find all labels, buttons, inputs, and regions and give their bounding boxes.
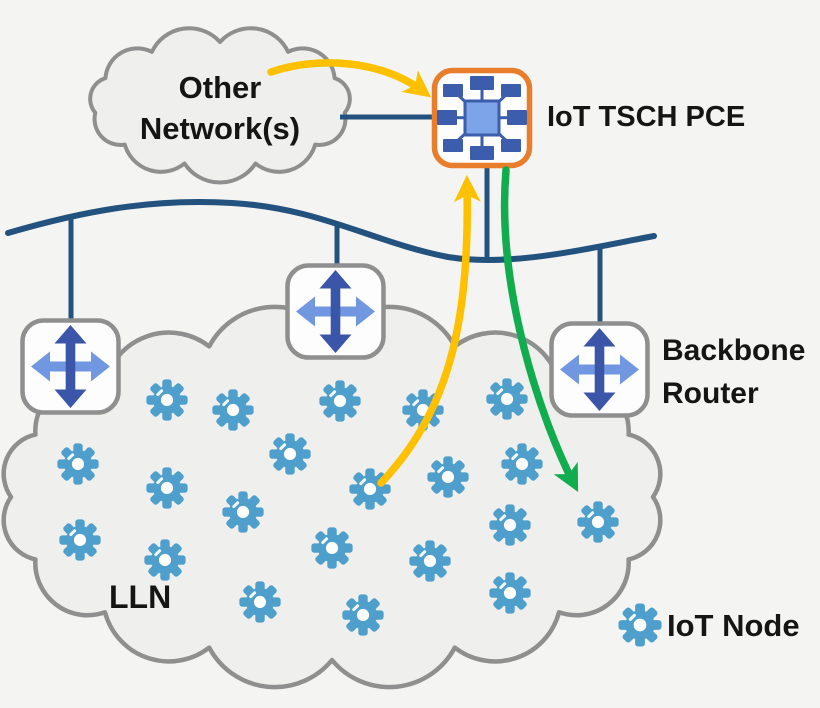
iot-node-gear-icon [269,433,311,475]
legend-gear-layer [618,603,662,647]
iot-node-gear-icon [146,467,188,509]
pce-label: IoT TSCH PCE [547,101,746,133]
iot-node-gear-icon [212,389,254,431]
backbone-router-label-line2: Router [662,377,759,410]
iot-node-gear-icon [409,540,451,582]
backbone-router-label: Backbone Router [662,329,805,415]
iot-node-gear-icon [489,504,531,546]
iot-node-gear-icon [146,379,188,421]
iot-node-gear-icon [222,491,264,533]
iot-node-gear-icon [486,378,528,420]
iot-node-gear-icon [311,527,353,569]
backbone-router-icon [552,324,648,416]
iot-node-gear-icon [427,456,469,498]
other-network-label-line2: Network(s) [139,111,301,146]
arrow-green-pce-to-node [500,166,579,492]
legend-iot-node-gear-icon [618,603,662,647]
iot-node-gear-icon [489,572,531,614]
other-network-label: Other Network(s) [95,67,345,149]
arrow-yellow-othernet-to-pce [267,59,432,98]
iot-node-gear-icon [577,501,619,543]
pce-box [431,67,533,169]
lln-label: LLN [109,579,172,615]
iot-node-gear-icon [342,594,384,636]
iot-node-gear-icon [501,443,543,485]
backbone-router-icon [288,266,384,358]
arrow-yellow-node-to-pce [377,175,481,487]
backbone-router-icon [23,321,119,413]
legend-iot-node-label: IoT Node [667,608,800,643]
iot-node-gear-icon [319,380,361,422]
pce-hub-icon [437,76,527,160]
backbone-router-label-line1: Backbone [662,334,806,367]
backbone-line [5,198,657,263]
iot-node-gear-icon [57,443,99,485]
iot-node-gear-icon [239,581,281,623]
backbone-network-lines [5,114,657,323]
other-network-label-line1: Other [178,70,262,105]
iot-node-gear-icon [144,539,186,581]
iot-node-gear-icon [59,519,101,561]
